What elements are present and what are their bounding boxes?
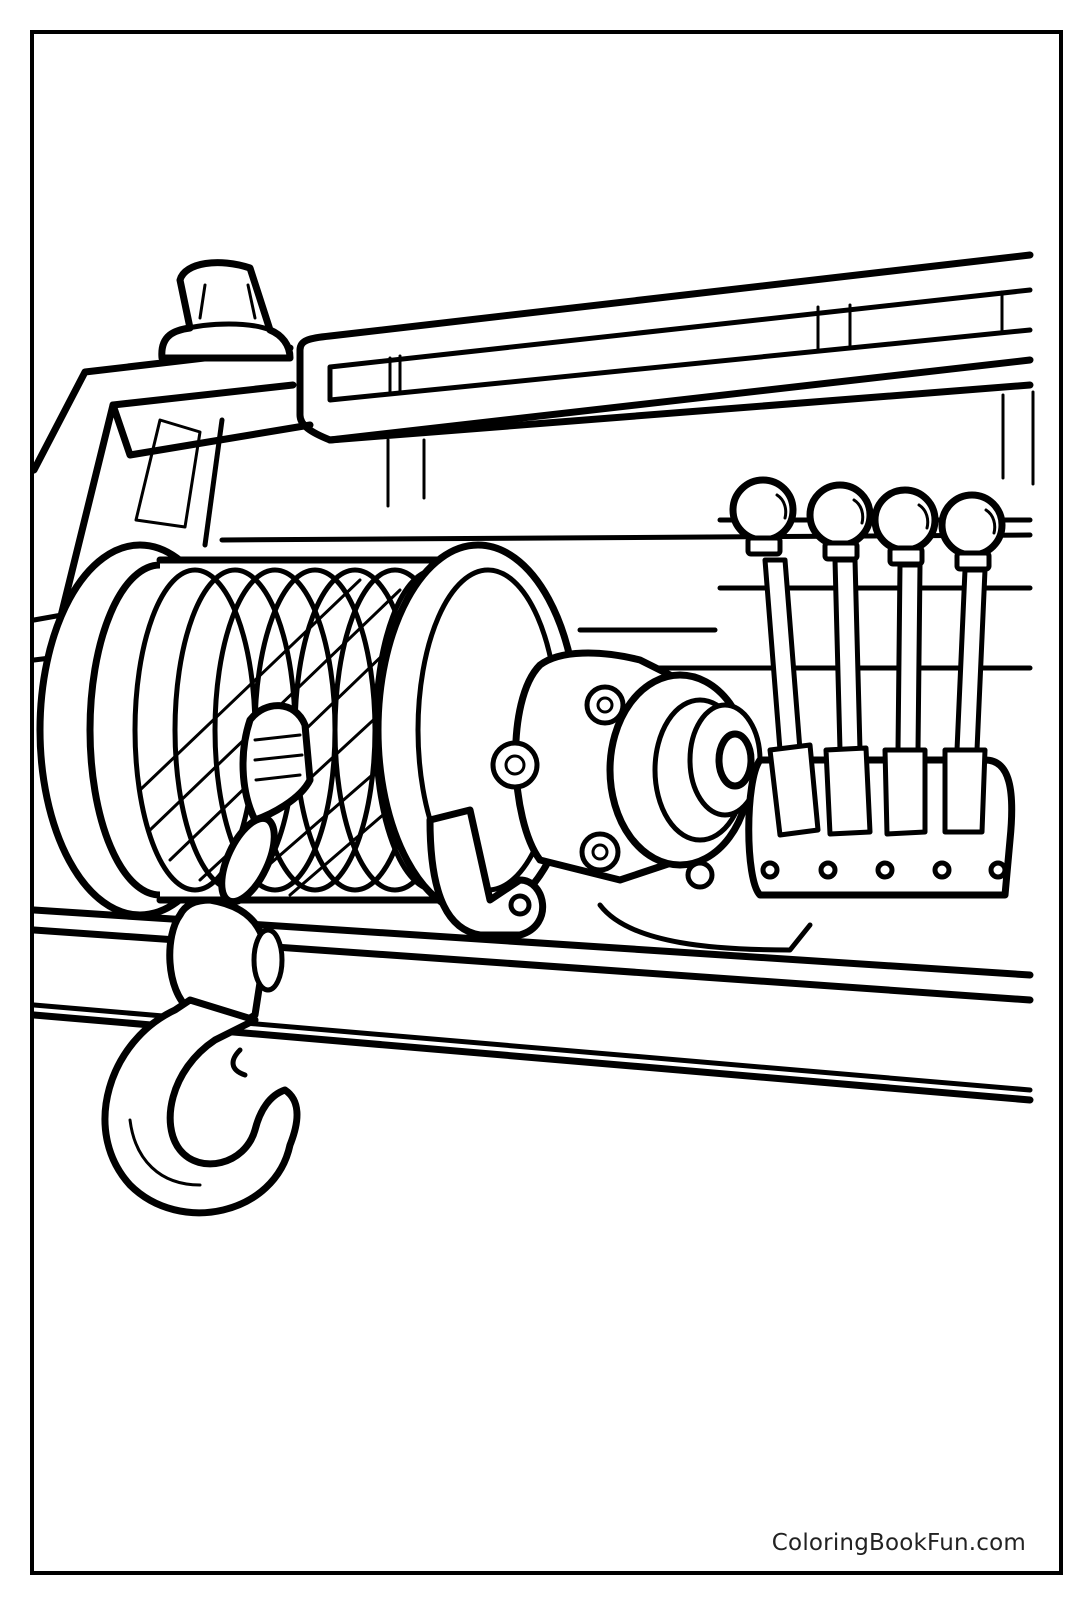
tow-hook	[101, 896, 301, 1217]
cable-spool	[36, 541, 582, 919]
lever-3	[871, 486, 939, 837]
lever-1	[729, 476, 821, 838]
tow-hook-assembly	[101, 702, 314, 1217]
lever-4	[938, 491, 1006, 835]
watermark-text: ColoringBookFun.com	[771, 1530, 1026, 1556]
crane-boom	[296, 251, 1035, 508]
control-levers	[729, 476, 1016, 899]
lever-2	[806, 481, 874, 837]
warning-beacon-light	[158, 259, 294, 362]
chain-link	[218, 814, 278, 906]
